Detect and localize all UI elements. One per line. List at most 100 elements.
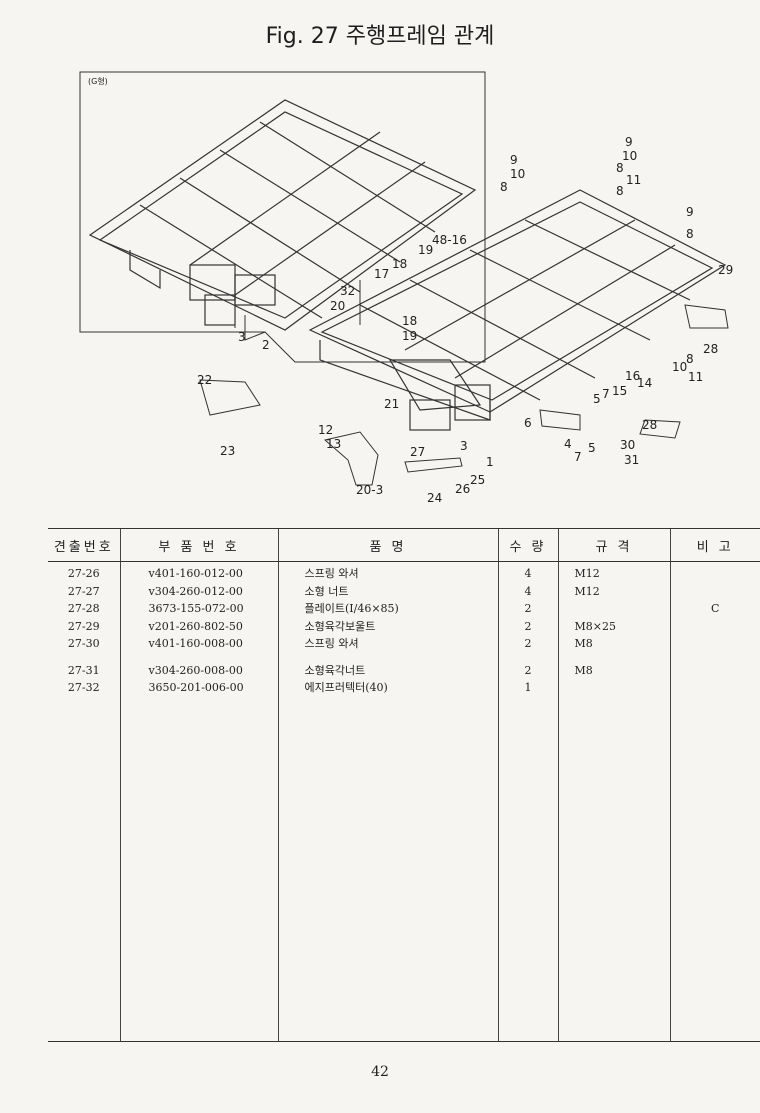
svg-text:9: 9 xyxy=(686,205,694,219)
page-title: Fig. 27 주행프레임 관계 xyxy=(265,24,495,49)
svg-text:11: 11 xyxy=(626,173,641,187)
svg-text:18: 18 xyxy=(402,314,417,328)
svg-text:18: 18 xyxy=(392,257,407,271)
inset-label: (G형) xyxy=(88,77,108,86)
spec-cell: M12 xyxy=(574,584,600,598)
ref-no-cell: 27-30 xyxy=(67,637,100,650)
svg-text:21: 21 xyxy=(384,397,399,411)
remark-cell: C xyxy=(711,602,720,615)
quantity-cell: 4 xyxy=(524,584,532,598)
main-frame-drawing xyxy=(308,189,727,431)
part-name-cell: 소형육각너트 xyxy=(304,663,366,677)
header-quantity: 수 량 xyxy=(497,528,558,562)
part-name-cell: 스프링 와셔 xyxy=(304,637,359,650)
header-remark: 비 고 xyxy=(669,528,760,562)
part-no-cell: 3673-155-072-00 xyxy=(148,602,244,615)
svg-text:20: 20 xyxy=(330,299,345,313)
ref-no-column: 27-26 27-27 27-28 27-29 27-30 27-31 27-3… xyxy=(48,561,120,1042)
ref-no-cell: 27-32 xyxy=(67,681,100,694)
svg-text:9: 9 xyxy=(625,135,633,149)
svg-text:9: 9 xyxy=(510,153,518,167)
part-name-column: 스프링 와셔 소형 너트 플레이트(I/46×85) 소형육각보울트 스프링 와… xyxy=(277,561,498,1042)
spec-cell: M12 xyxy=(574,567,600,580)
part-name-cell: 에지프러텍터(40) xyxy=(304,681,388,694)
svg-text:8: 8 xyxy=(686,352,694,366)
remark-column: C xyxy=(669,561,760,1042)
spec-cell: M8 xyxy=(574,637,593,650)
svg-text:8: 8 xyxy=(616,161,624,175)
part-no-cell: v401-160-012-00 xyxy=(148,567,243,580)
svg-text:3: 3 xyxy=(238,330,246,344)
svg-text:27: 27 xyxy=(410,445,425,459)
svg-text:23: 23 xyxy=(220,444,235,458)
quantity-cell: 2 xyxy=(524,637,532,650)
svg-text:8: 8 xyxy=(616,184,624,198)
svg-text:6: 6 xyxy=(524,416,532,430)
svg-text:22: 22 xyxy=(197,373,212,387)
svg-text:1: 1 xyxy=(486,455,494,469)
svg-text:8: 8 xyxy=(686,227,694,241)
table-body: 27-26 27-27 27-28 27-29 27-30 27-31 27-3… xyxy=(48,561,760,1042)
svg-text:16: 16 xyxy=(625,369,640,383)
svg-text:17: 17 xyxy=(374,267,389,281)
page-number: 42 xyxy=(371,1064,389,1080)
header-ref-no: 견출번호 xyxy=(48,528,120,562)
bracket-20-3 xyxy=(323,431,379,486)
inset-frame-box xyxy=(79,71,486,363)
quantity-cell: 1 xyxy=(524,681,532,694)
svg-text:10: 10 xyxy=(672,360,687,374)
parts-table: 견출번호 부 품 번 호 품 명 수 량 규 격 비 고 27-26 27-27… xyxy=(48,528,760,1042)
svg-text:12: 12 xyxy=(318,423,333,437)
svg-text:24: 24 xyxy=(427,491,442,505)
plate-23 xyxy=(199,379,261,416)
svg-text:14: 14 xyxy=(637,376,652,390)
remark-cell xyxy=(671,618,760,636)
protector-24 xyxy=(404,457,463,473)
quantity-cell: 2 xyxy=(524,619,532,633)
svg-text:7: 7 xyxy=(574,450,582,464)
part-name-cell: 소형 너트 xyxy=(304,584,349,598)
svg-text:20-3: 20-3 xyxy=(356,483,383,497)
remark-cell xyxy=(671,583,760,601)
svg-text:15: 15 xyxy=(612,384,627,398)
part-name-cell: 소형육각보울트 xyxy=(304,619,376,633)
svg-text:7: 7 xyxy=(602,387,610,401)
plate-28 xyxy=(684,304,729,329)
table-header-row: 견출번호 부 품 번 호 품 명 수 량 규 격 비 고 xyxy=(48,528,760,562)
svg-text:26: 26 xyxy=(455,482,470,496)
ref-no-cell: 27-31 xyxy=(67,663,100,677)
spec-cell xyxy=(575,679,670,697)
svg-text:5: 5 xyxy=(588,441,596,455)
remark-cell xyxy=(671,679,760,697)
remark-cell xyxy=(671,565,760,583)
ref-no-cell: 27-26 xyxy=(67,567,100,580)
svg-text:8: 8 xyxy=(500,180,508,194)
quantity-cell: 2 xyxy=(524,663,532,677)
remark-cell xyxy=(671,635,760,653)
quantity-cell: 2 xyxy=(524,602,532,615)
quantity-column: 4 4 2 2 2 2 1 xyxy=(497,561,558,1042)
part-no-column: v401-160-012-00 v304-260-012-00 3673-155… xyxy=(119,561,278,1042)
spec-cell: M8×25 xyxy=(574,619,616,633)
ref-no-cell: 27-28 xyxy=(67,602,100,615)
svg-text:10: 10 xyxy=(510,167,525,181)
svg-text:2: 2 xyxy=(262,338,270,352)
inset-frame-drawing xyxy=(88,99,477,331)
header-spec: 규 격 xyxy=(557,528,670,562)
svg-text:5: 5 xyxy=(593,392,601,406)
svg-text:28: 28 xyxy=(703,342,718,356)
svg-text:4: 4 xyxy=(564,437,572,451)
spec-cell: M8 xyxy=(574,663,593,677)
svg-text:48-16: 48-16 xyxy=(432,233,467,247)
svg-text:32: 32 xyxy=(340,284,355,298)
svg-text:25: 25 xyxy=(470,473,485,487)
ref-no-cell: 27-27 xyxy=(67,584,100,598)
quantity-cell: 4 xyxy=(524,567,532,580)
svg-text:13: 13 xyxy=(326,437,341,451)
part-no-cell: v304-260-012-00 xyxy=(148,584,243,598)
part-no-cell: v304-260-008-00 xyxy=(148,663,243,677)
part-name-cell: 플레이트(I/46×85) xyxy=(304,602,399,615)
